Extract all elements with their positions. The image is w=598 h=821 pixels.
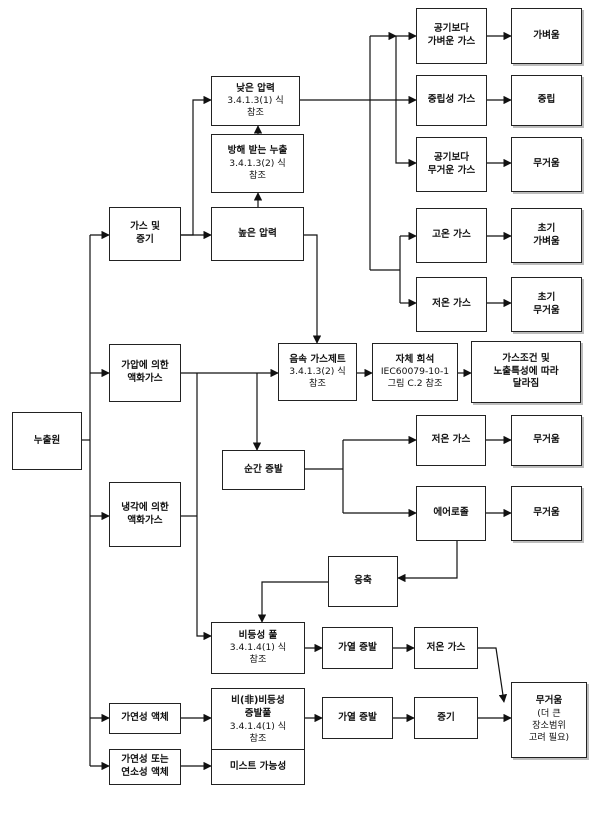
node-label: 고온 가스 [432,229,471,241]
node-result-light: 가벼움 [511,8,582,64]
node-flash-evaporation: 순간 증발 [222,450,305,490]
node-label: 중립 [537,94,556,106]
node-label: 비등성 풀 [238,629,278,641]
node-label: 가연성 액체 [121,712,169,724]
node-depends-on-conditions: 가스조건 및 노출특성에 따라 달라짐 [471,341,581,403]
node-label: 무거움 [533,507,560,519]
arrow-cold-gas-to-heavy [478,647,508,703]
node-label: 공기보다 가벼운 가스 [427,23,476,47]
node-heat-evaporation-1: 가열 증발 [322,627,393,669]
node-cold-gas-pool: 저온 가스 [414,627,478,669]
node-reference: 3.4.1.3(1) 식 참조 [227,95,284,119]
node-result-initially-light: 초기 가벼움 [511,208,582,263]
node-label: 방해 받는 누출 [227,145,288,157]
node-reference: 3.4.1.3(2) 식 참조 [289,366,346,390]
node-mist-possibility: 미스트 가능성 [211,749,305,785]
node-reference: 3.4.1.4(1) 식 참조 [229,720,287,744]
node-label: 저온 가스 [431,434,471,446]
node-result-heavy: 무거움 [511,137,582,192]
arrow-condense-to-pool [257,581,328,623]
node-label: 미스트 가능성 [229,760,287,772]
node-boiling-pool: 비등성 풀 3.4.1.4(1) 식 참조 [211,622,305,674]
node-label: 무거움 [533,434,560,446]
node-label: 누출원 [33,434,61,446]
node-label: 높은 압력 [238,227,277,239]
node-gas-and-vapor: 가스 및 증기 [109,207,181,261]
node-label: 자체 희석 [395,353,435,365]
node-cold-gas: 저온 가스 [416,277,487,332]
node-sonic-gas-jet: 음속 가스제트 3.4.1.3(2) 식 참조 [278,343,357,401]
node-label: 증기 [437,711,455,723]
arrow-to-boiling-pool [196,373,212,641]
node-label: 응축 [354,575,372,587]
node-label: 가스 및 증기 [130,221,160,245]
node-label: 낮은 압력 [236,82,275,94]
node-label: 저온 가스 [426,641,466,653]
node-obstructed-release: 방해 받는 누출 3.4.1.3(2) 식 참조 [211,134,304,193]
node-vapor: 증기 [414,697,478,739]
node-label: 초기 무거움 [533,291,560,316]
node-refrigerated-liquefied-gas: 냉각에 의한 액화가스 [109,482,181,547]
arrow-aerosol-to-condense [397,541,458,583]
node-label: 공기보다 무거운 가스 [427,151,476,176]
node-leak-source: 누출원 [12,412,82,470]
arrow-to-low-pressure [181,95,212,236]
node-result-heavy-flash: 무거움 [511,415,582,466]
node-heat-evaporation-2: 가열 증발 [322,697,393,739]
node-label: 순간 증발 [244,463,283,475]
node-label: 가압에 의한 액화가스 [121,360,169,384]
node-reference: IEC60079-10-1 그림 C.2 참조 [380,366,450,390]
node-label: 에어로졸 [433,507,469,519]
node-label: 무거움 [535,695,563,707]
node-label: 가열 증발 [338,711,377,723]
node-reference: 3.4.1.4(1) 식 참조 [229,642,287,666]
node-reference: (더 큰 장소범위 고려 필요) [528,708,570,744]
node-label: 냉각에 의한 액화가스 [121,501,169,526]
node-result-initially-heavy: 초기 무거움 [511,277,582,332]
node-result-heavy-aerosol: 무거움 [511,486,582,541]
node-label: 가벼움 [533,29,560,41]
node-label: 가열 증발 [338,641,377,653]
node-neutral-gas: 중립성 가스 [416,75,487,126]
node-hot-gas: 고온 가스 [416,208,487,263]
node-low-pressure: 낮은 압력 3.4.1.3(1) 식 참조 [211,76,300,126]
node-reference: 3.4.1.3(2) 식 참조 [229,157,286,181]
node-label: 음속 가스제트 [289,353,346,365]
node-label: 저온 가스 [432,298,471,310]
node-flammable-or-combustible-liquid: 가연성 또는 연소성 액체 [109,749,181,785]
node-gas-lighter-than-air: 공기보다 가벼운 가스 [416,8,487,64]
node-result-heavy-wider-zone: 무거움 (더 큰 장소범위 고려 필요) [511,682,587,758]
node-label: 가스조건 및 노출특성에 따라 달라짐 [493,353,559,390]
node-result-neutral: 중립 [511,75,582,126]
node-cold-gas-flash: 저온 가스 [416,415,486,466]
node-label: 비(非)비등성 증발풀 [231,695,285,719]
node-aerosol: 에어로졸 [416,486,486,541]
node-label: 가연성 또는 연소성 액체 [121,754,169,778]
node-self-dilution: 자체 희석 IEC60079-10-1 그림 C.2 참조 [372,343,458,401]
node-flammable-liquid: 가연성 액체 [109,703,181,734]
node-nonboiling-pool: 비(非)비등성 증발풀 3.4.1.4(1) 식 참조 [211,688,305,752]
node-condensation: 응축 [328,556,398,607]
node-label: 중립성 가스 [427,94,476,106]
arrow-high-to-sonic-jet [304,234,322,344]
node-pressurized-liquefied-gas: 가압에 의한 액화가스 [109,344,181,402]
node-high-pressure: 높은 압력 [211,207,304,261]
node-gas-heavier-than-air: 공기보다 무거운 가스 [416,137,487,192]
node-label: 초기 가벼움 [533,222,560,247]
node-label: 무거움 [533,158,560,170]
arrow-to-heavier-gas [395,36,417,168]
